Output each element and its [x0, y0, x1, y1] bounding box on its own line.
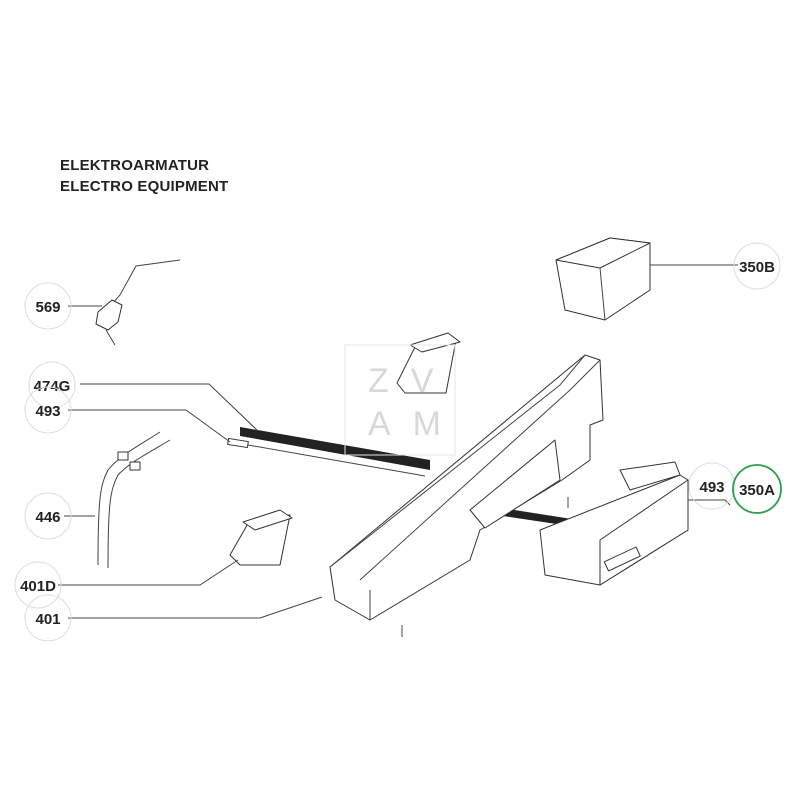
callout-569[interactable]: 569 — [24, 282, 72, 330]
svg-text:350B: 350B — [739, 259, 775, 276]
callout-350A-highlighted[interactable]: 350A — [732, 464, 782, 514]
svg-text:474G: 474G — [34, 378, 71, 395]
thermocouple-wires[interactable] — [97, 431, 171, 569]
svg-text:350A: 350A — [739, 482, 775, 499]
clip-upper[interactable] — [396, 332, 461, 394]
callout-401[interactable]: 401 — [24, 594, 72, 642]
leader-lines — [58, 264, 738, 619]
callout-446[interactable]: 446 — [24, 492, 72, 540]
title-line-2: ELECTRO EQUIPMENT — [60, 178, 229, 195]
svg-text:493: 493 — [699, 479, 724, 496]
callout-493-left[interactable]: 493 — [24, 386, 72, 434]
cable-left[interactable] — [227, 437, 426, 477]
watermark: ZV AM — [344, 344, 463, 456]
watermark-line-2: AM — [368, 405, 463, 443]
control-panel-front[interactable] — [539, 461, 689, 586]
svg-text:569: 569 — [35, 299, 60, 316]
svg-text:401: 401 — [35, 611, 60, 628]
power-plug-cable[interactable] — [95, 259, 181, 346]
callout-474G[interactable]: 474G — [28, 361, 76, 409]
callout-493-right[interactable]: 493 — [688, 462, 736, 510]
control-module[interactable] — [555, 237, 651, 321]
title-line-1: ELEKTROARMATUR — [60, 157, 210, 174]
watermark-line-1: ZV — [368, 362, 455, 400]
control-panel-housing[interactable] — [329, 354, 604, 621]
callout-401D[interactable]: 401D — [14, 561, 62, 609]
svg-text:446: 446 — [35, 509, 60, 526]
callout-350B[interactable]: 350B — [733, 242, 781, 290]
clip-lower[interactable] — [229, 509, 293, 566]
svg-text:493: 493 — [35, 403, 60, 420]
svg-text:401D: 401D — [20, 578, 56, 595]
